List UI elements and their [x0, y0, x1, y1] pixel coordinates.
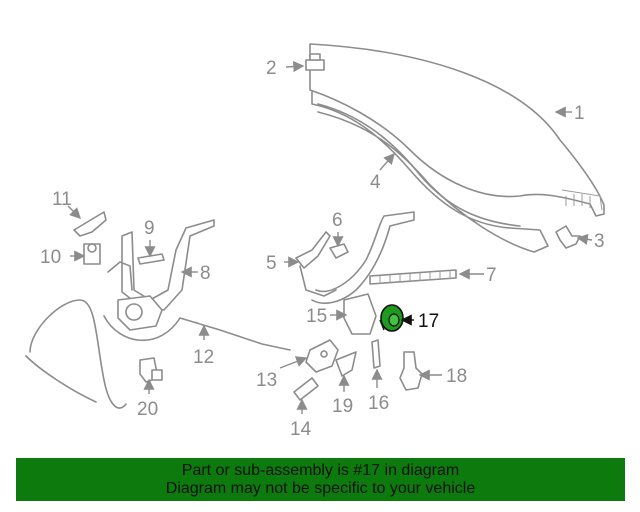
- hinge-arm-part: [311, 211, 415, 304]
- bumper-stop-part: [305, 53, 325, 71]
- callout-16: 16: [368, 393, 389, 414]
- callout-13: 13: [256, 370, 277, 391]
- leader-3: [576, 233, 593, 245]
- rod-part-16: [371, 339, 381, 369]
- callout-6: 6: [332, 210, 343, 231]
- parts-diagram: 1 2 3 4 5 6 7 8 9 10 11 12 13 14 15 16 1…: [25, 43, 605, 440]
- switch-part-10: [83, 243, 101, 265]
- callout-10: 10: [40, 247, 61, 268]
- clip-part: [555, 225, 581, 249]
- banner-line-2: Diagram may not be specific to your vehi…: [165, 479, 476, 497]
- callout-1: 1: [574, 103, 585, 124]
- callout-15: 15: [306, 306, 327, 327]
- callout-5: 5: [266, 253, 277, 274]
- leader-4: [379, 152, 395, 171]
- lock-cylinder-part-20: [139, 357, 163, 383]
- callout-9: 9: [144, 218, 155, 239]
- gas-spring-part-7: [369, 269, 457, 285]
- callout-12: 12: [193, 347, 214, 368]
- callout-8: 8: [200, 263, 211, 284]
- leader-11: [67, 205, 81, 219]
- hinge-part-8: [107, 219, 215, 311]
- callout-18: 18: [446, 366, 467, 387]
- callout-4: 4: [370, 172, 381, 193]
- banner-line-1: Part or sub-assembly is #17 in diagram: [181, 461, 460, 479]
- callout-11: 11: [52, 189, 72, 210]
- bracket-part-6: [329, 243, 349, 259]
- info-banner: Part or sub-assembly is #17 in diagram D…: [16, 458, 625, 501]
- bumper-part-18: [399, 351, 423, 391]
- callout-20: 20: [137, 399, 158, 420]
- callout-7: 7: [486, 265, 497, 286]
- callout-17[interactable]: 17: [418, 311, 439, 332]
- latch-actuator-part: [117, 295, 163, 331]
- callout-14: 14: [290, 419, 312, 440]
- bracket-part-11: [73, 211, 107, 237]
- leader-13: [279, 356, 308, 369]
- striker-part-9: [137, 253, 165, 265]
- highlighted-part-17[interactable]: [379, 304, 404, 332]
- release-cable-part: [25, 299, 291, 409]
- callout-19: 19: [332, 396, 353, 417]
- strut-part-5: [295, 231, 337, 297]
- callout-2: 2: [266, 58, 277, 79]
- trunk-lid-part: [309, 43, 605, 253]
- callout-3: 3: [594, 231, 605, 252]
- leader-2: [285, 60, 305, 73]
- bezel-part-14: [293, 377, 319, 401]
- clip-part-19: [335, 351, 357, 377]
- latch-part-15: [343, 293, 377, 335]
- handle-part-13: [305, 339, 339, 373]
